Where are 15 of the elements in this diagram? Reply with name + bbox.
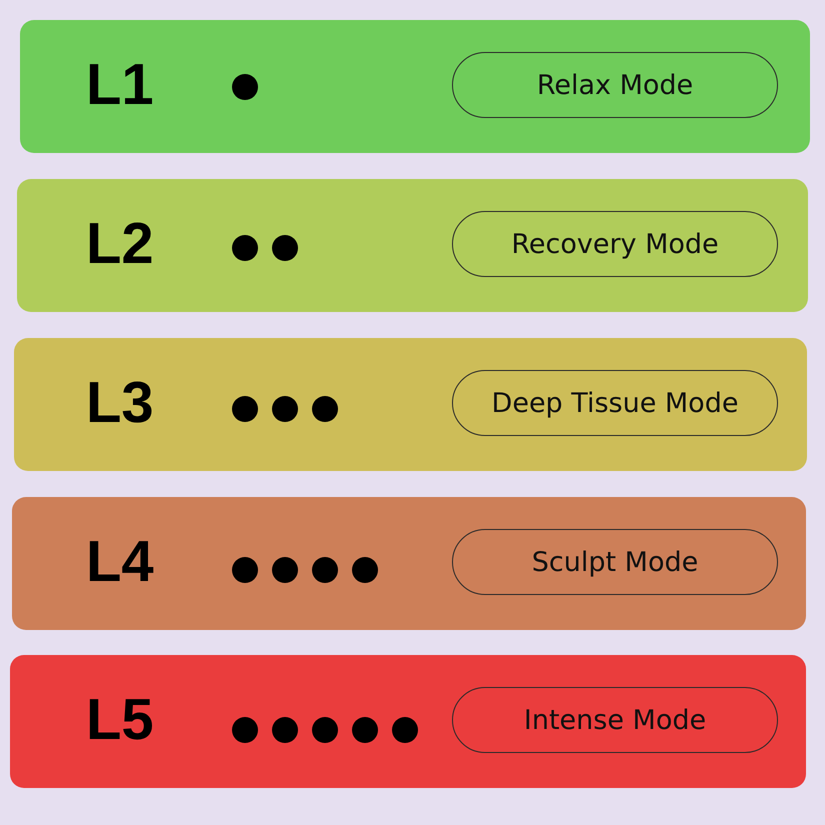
- level-label: L4: [86, 529, 154, 595]
- mode-pill: Intense Mode: [452, 687, 778, 753]
- mode-pill: Recovery Mode: [452, 211, 778, 277]
- level-label: L2: [86, 211, 154, 277]
- mode-pill: Sculpt Mode: [452, 529, 778, 595]
- level-band: [17, 179, 808, 312]
- level-label: L5: [86, 687, 154, 753]
- mode-pill: Deep Tissue Mode: [452, 370, 778, 436]
- level-band: [20, 20, 810, 153]
- level-label: L1: [86, 52, 154, 118]
- level-band: [14, 338, 807, 471]
- level-label: L3: [86, 370, 154, 436]
- mode-pill: Relax Mode: [452, 52, 778, 118]
- level-band: [12, 497, 806, 630]
- level-band: [10, 655, 806, 788]
